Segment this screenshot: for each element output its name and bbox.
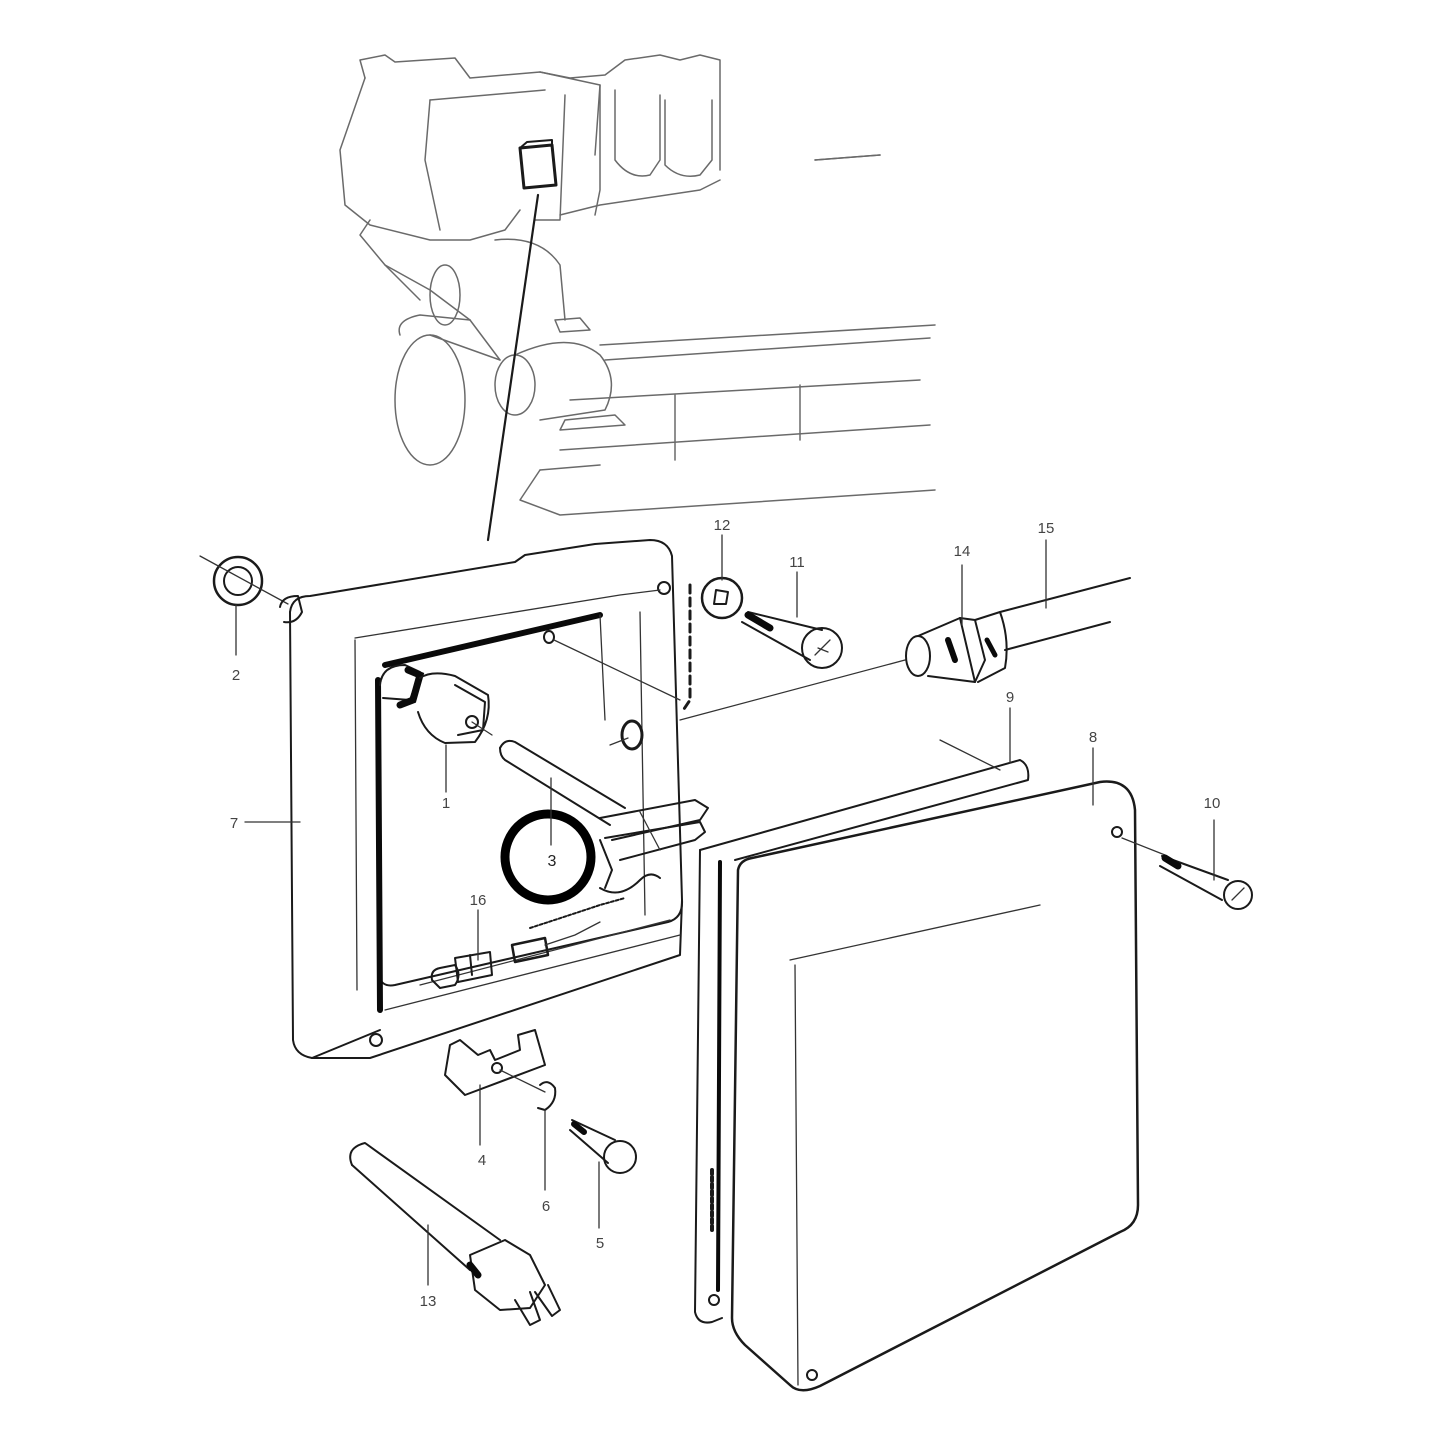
label-part-16: 16 xyxy=(470,892,487,909)
label-part-13: 13 xyxy=(420,1293,437,1310)
label-part-15: 15 xyxy=(1038,520,1055,537)
label-part-14: 14 xyxy=(954,543,971,560)
part-14-gland-fitting xyxy=(905,611,1008,683)
highlight-circle-part-3 xyxy=(500,809,596,905)
label-part-9: 9 xyxy=(1006,689,1014,706)
part-15-cable xyxy=(999,577,1131,651)
part-5-bolt xyxy=(569,1119,637,1174)
label-part-4: 4 xyxy=(478,1152,486,1169)
label-part-7: 7 xyxy=(230,815,238,832)
label-part-11: 11 xyxy=(789,554,805,571)
part-2-washer xyxy=(199,555,303,624)
part-11-screw xyxy=(741,611,843,669)
label-part-2: 2 xyxy=(232,667,240,684)
part-8-cover xyxy=(730,780,1140,1392)
label-part-5: 5 xyxy=(596,1235,604,1252)
part-13-temperature-sender xyxy=(349,1142,561,1326)
part-number-labels: 2 1 3 7 16 4 6 5 13 12 11 14 15 9 8 10 xyxy=(230,517,1221,1310)
part-1-cable-gland xyxy=(379,664,493,744)
label-part-6: 6 xyxy=(542,1198,550,1215)
engine-illustration xyxy=(339,54,936,542)
label-part-1: 1 xyxy=(442,795,450,812)
part-12-serrated-washer xyxy=(700,576,744,620)
junction-box-housing xyxy=(289,539,906,1059)
label-part-10: 10 xyxy=(1204,795,1221,812)
part-4-clamp-bracket xyxy=(444,1029,546,1096)
label-part-8: 8 xyxy=(1089,729,1097,746)
part-3-sensor-probe xyxy=(499,739,709,929)
leader-lines xyxy=(235,534,1215,1286)
part-16-connector xyxy=(430,921,601,989)
label-part-12: 12 xyxy=(714,517,731,534)
part-10-screw xyxy=(1121,837,1253,910)
label-part-3: 3 xyxy=(548,853,557,870)
part-6-lock-washer xyxy=(499,1069,557,1111)
part-9-gasket xyxy=(694,739,1030,1324)
